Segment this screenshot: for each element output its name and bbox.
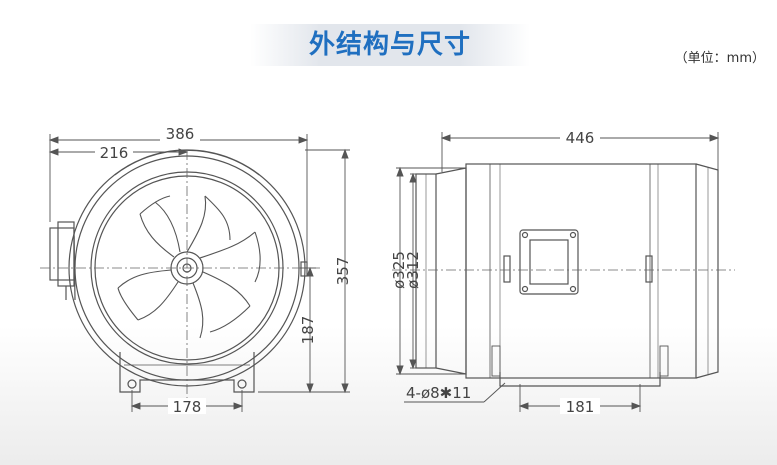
side-view: [415, 163, 719, 387]
dim-height-center: 187: [299, 316, 317, 345]
dim-base-width: 178: [173, 398, 202, 416]
side-dimension-labels: 446 ø325 ø312 4-ø8✱11 181: [390, 129, 600, 416]
dim-holes: 4-ø8✱11: [406, 384, 471, 402]
dim-width-partial: 216: [100, 144, 129, 162]
dim-side-base-width: 181: [566, 398, 595, 416]
dim-outer-diameter: ø325: [390, 251, 408, 289]
unit-note: （单位：mm）: [674, 51, 765, 66]
front-dimension-labels: 386 216 357 187 178: [95, 125, 352, 416]
title-band: [250, 24, 530, 66]
dim-inner-diameter: ø312: [404, 251, 422, 289]
front-dimensions: [48, 134, 350, 412]
dim-width-total: 386: [166, 125, 195, 143]
dim-height-total: 357: [334, 257, 352, 286]
dim-length: 446: [566, 129, 595, 147]
page-title: 外结构与尺寸: [308, 30, 471, 60]
front-view: [49, 149, 308, 393]
front-centerlines: [40, 150, 320, 400]
